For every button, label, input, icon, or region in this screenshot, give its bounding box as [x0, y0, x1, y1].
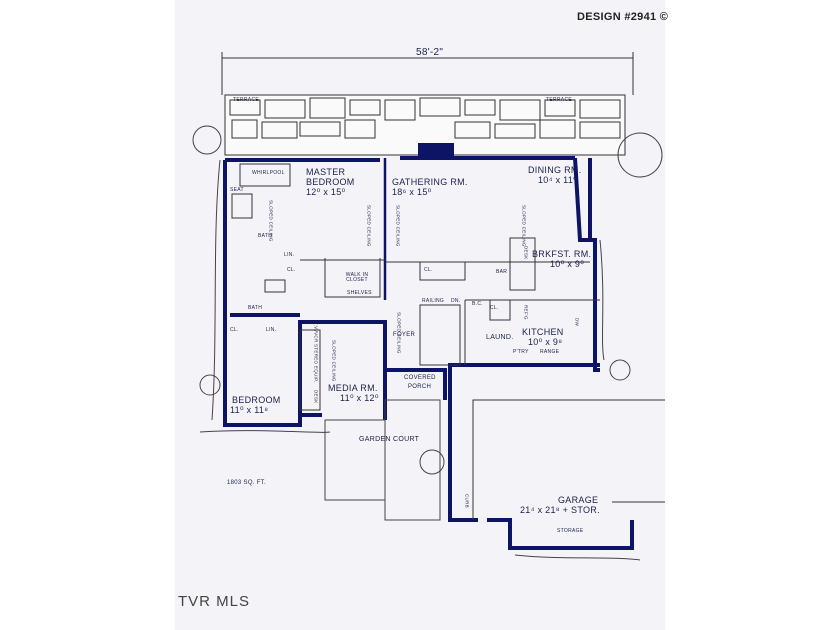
kitchen-dims: 10⁰ x 9⁸ — [528, 337, 563, 347]
seat-label: SEAT — [230, 187, 244, 193]
closet-label: CL. — [287, 267, 296, 273]
breakfast-room-dims: 10⁰ x 9⁰ — [550, 259, 585, 269]
overall-dimension: 58'-2" — [416, 47, 444, 58]
covered-porch-label: PORCH — [408, 384, 432, 390]
gathering-room-dims: 18⁶ x 15⁰ — [392, 187, 432, 197]
bedroom-dims: 11⁰ x 11⁸ — [230, 405, 269, 415]
railing-label: RAILING — [422, 298, 445, 304]
media-room-dims: 11⁰ x 12⁰ — [340, 393, 379, 403]
master-bedroom-name: BEDROOM — [306, 177, 355, 187]
curb-label: CURB — [464, 494, 470, 508]
laundry-label: LAUND. — [486, 334, 514, 341]
whirlpool-label: WHIRLPOOL — [252, 170, 285, 176]
bath-label: BATH — [248, 305, 263, 311]
design-number: DESIGN #2941 © — [577, 11, 669, 23]
interior-lines — [231, 163, 665, 520]
dining-room-name: DINING RM. — [528, 165, 582, 175]
closet-label: CL. — [490, 305, 499, 311]
fireplace — [418, 143, 454, 160]
walls — [223, 156, 634, 550]
bedroom-name: BEDROOM — [232, 395, 281, 405]
covered-porch-label: COVERED — [404, 375, 436, 381]
sloped-ceiling-label: SLOPED CEILING — [366, 205, 372, 247]
tv-equipment-label: T.V./VCR STEREO EQUIP. — [313, 322, 319, 383]
kitchen-name: KITCHEN — [522, 327, 564, 337]
terrace-right-label: TERRACE — [546, 97, 572, 103]
master-bedroom-name: MASTER — [306, 167, 346, 177]
walk-in-closet-label: WALK IN CLOSET — [345, 272, 369, 283]
garden-court-label: GARDEN COURT — [359, 436, 420, 443]
desk-label: DESK — [313, 390, 319, 404]
linen-label: LIN. — [284, 252, 295, 258]
garage-dims: 21⁴ x 21⁸ + STOR. — [520, 505, 600, 515]
closet-label: CL. — [230, 327, 239, 333]
sloped-ceiling-label: SLOPED CEILING — [396, 312, 402, 354]
pantry-label: P'TRY — [513, 349, 529, 355]
desk-label: DESK — [523, 246, 529, 260]
media-room-name: MEDIA RM. — [328, 383, 378, 393]
dining-room-dims: 10⁴ x 11⁰ — [538, 175, 578, 185]
terrace-left-label: TERRACE — [233, 97, 259, 103]
broom-closet-label: B.C. — [472, 301, 483, 307]
dimension-line — [221, 52, 634, 95]
sloped-ceiling-label: SLOPED CEILING — [331, 340, 337, 382]
sloped-ceiling-label: SLOPED CEILING — [268, 200, 274, 242]
gathering-room-name: GATHERING RM. — [392, 177, 468, 187]
square-footage: 1803 SQ. FT. — [227, 480, 266, 486]
range-label: RANGE — [540, 349, 560, 355]
sloped-ceiling-label: SLOPED CEILING — [395, 205, 401, 247]
bath-label: BATH — [258, 233, 273, 239]
closet-label: CL. — [424, 267, 433, 273]
bar-label: BAR — [496, 269, 508, 275]
garage-name: GARAGE — [558, 495, 599, 505]
down-stairs-label: DN. — [451, 298, 461, 304]
breakfast-room-name: BRKFST. RM. — [532, 249, 592, 259]
mls-watermark: TVR MLS — [178, 593, 251, 610]
sloped-ceiling-label: SLOPED CEILING — [521, 205, 527, 247]
refrigerator-label: REF'G — [523, 305, 529, 320]
shelves-label: SHELVES — [347, 290, 372, 296]
landscaping — [192, 125, 663, 561]
dishwasher-label: DW — [574, 318, 580, 327]
linen-label: LIN. — [266, 327, 277, 333]
master-bedroom-dims: 12⁰ x 15⁰ — [306, 187, 346, 197]
foyer-label: FOYER — [393, 332, 416, 338]
storage-label: STORAGE — [557, 528, 584, 534]
